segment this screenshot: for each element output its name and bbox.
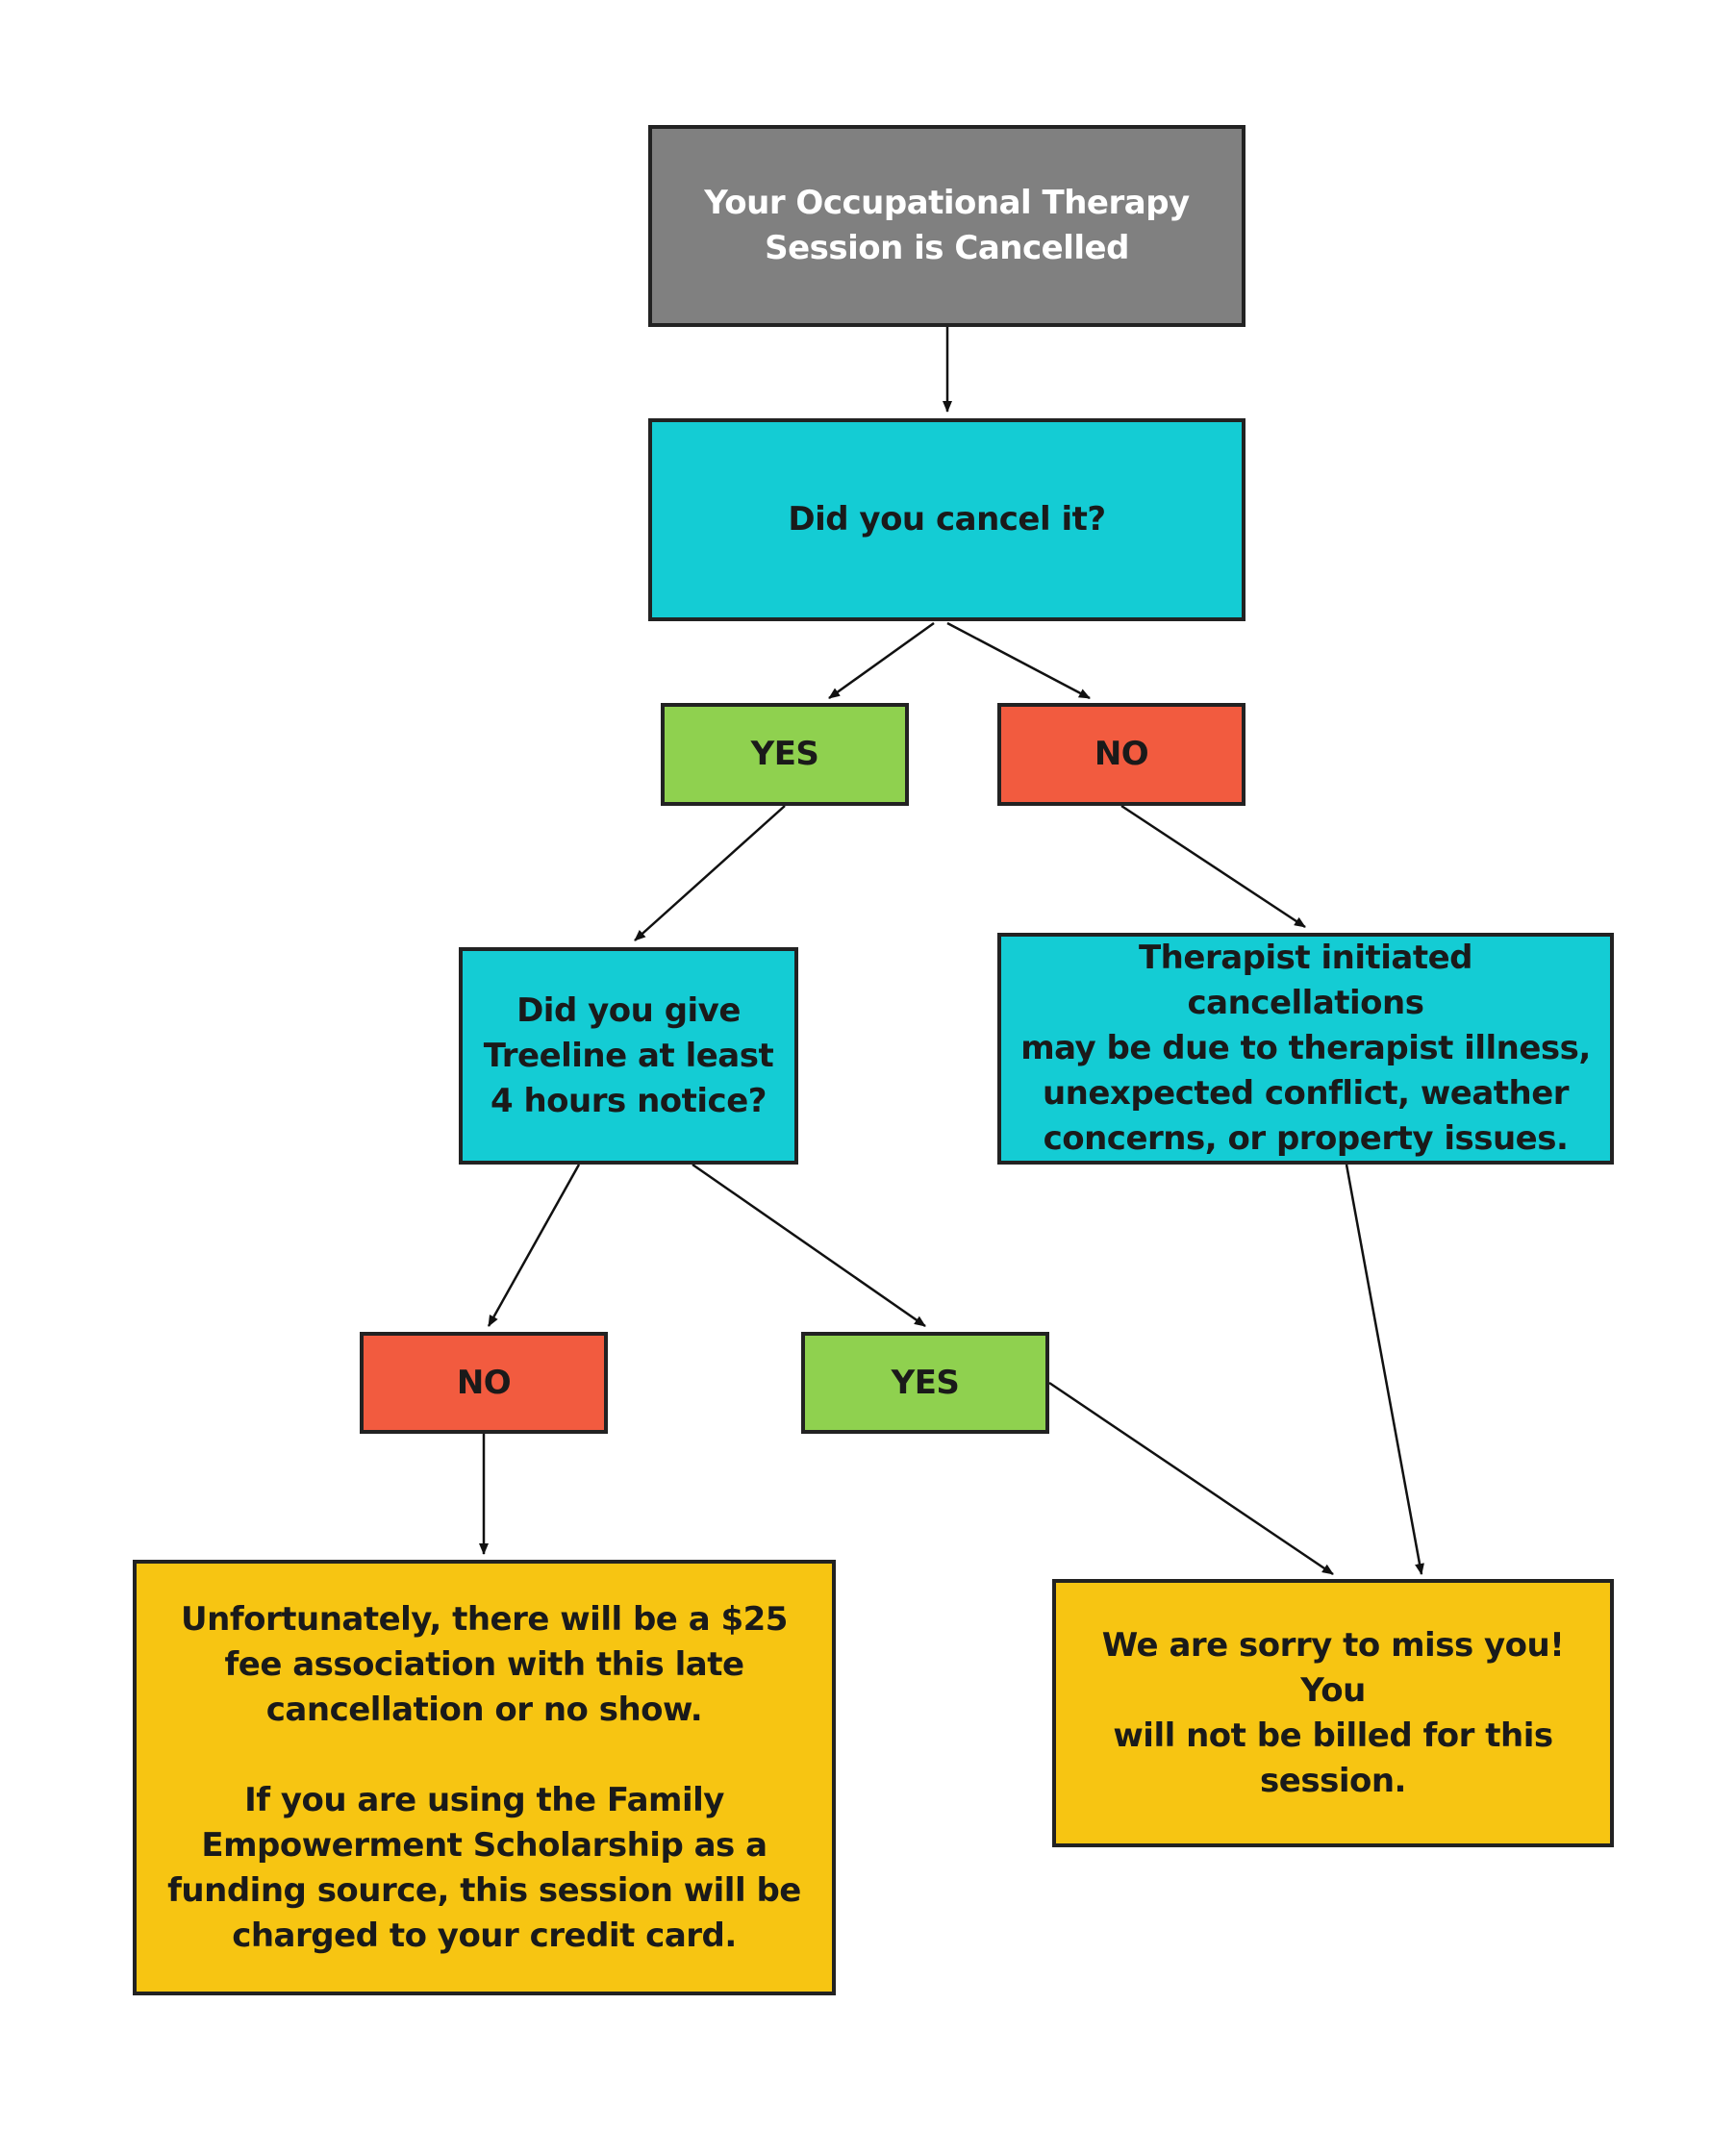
- connector-yes-to-notice-question: [634, 805, 786, 941]
- connector-did-you-cancel-to-no: [946, 621, 1091, 700]
- start-node-label: Your Occupational Therapy Session is Can…: [704, 184, 1190, 267]
- connector-no-to-therapist-info: [1120, 804, 1306, 929]
- no-node-not-cancelled-by-you: NO: [997, 703, 1245, 806]
- notice-question-label: Did you give Treeline at least 4 hours n…: [483, 990, 774, 1120]
- yes-node-sufficient-notice: YES: [801, 1332, 1049, 1434]
- no-bill-result-node: We are sorry to miss you! You will not b…: [1052, 1579, 1614, 1847]
- connector-therapist-info-to-no-bill-result: [1345, 1164, 1424, 1575]
- did-you-cancel-label: Did you cancel it?: [788, 500, 1106, 539]
- connector-yes-to-no-bill-result: [1048, 1381, 1334, 1576]
- no-bill-result-label: We are sorry to miss you! You will not b…: [1101, 1625, 1565, 1800]
- therapist-info-node: Therapist initiated cancellations may be…: [997, 933, 1614, 1165]
- did-you-cancel-node: Did you cancel it?: [648, 418, 1245, 621]
- notice-question-node: Did you give Treeline at least 4 hours n…: [459, 947, 798, 1165]
- start-node: Your Occupational Therapy Session is Can…: [648, 125, 1245, 327]
- yes-label: YES: [750, 735, 819, 773]
- connector-notice-question-to-no: [487, 1164, 581, 1327]
- fee-result-node: Unfortunately, there will be a $25 fee a…: [133, 1560, 836, 1995]
- fee-result-label: Unfortunately, there will be a $25 fee a…: [167, 1599, 801, 1955]
- no-node-insufficient-notice: NO: [360, 1332, 608, 1434]
- yes-node-cancelled-by-you: YES: [661, 703, 909, 806]
- no-label: NO: [456, 1363, 512, 1402]
- no-label: NO: [1094, 735, 1149, 773]
- therapist-info-label: Therapist initiated cancellations may be…: [1020, 939, 1591, 1158]
- yes-label: YES: [891, 1363, 960, 1402]
- connector-did-you-cancel-to-yes: [828, 621, 935, 700]
- connector-notice-question-to-yes: [692, 1163, 926, 1328]
